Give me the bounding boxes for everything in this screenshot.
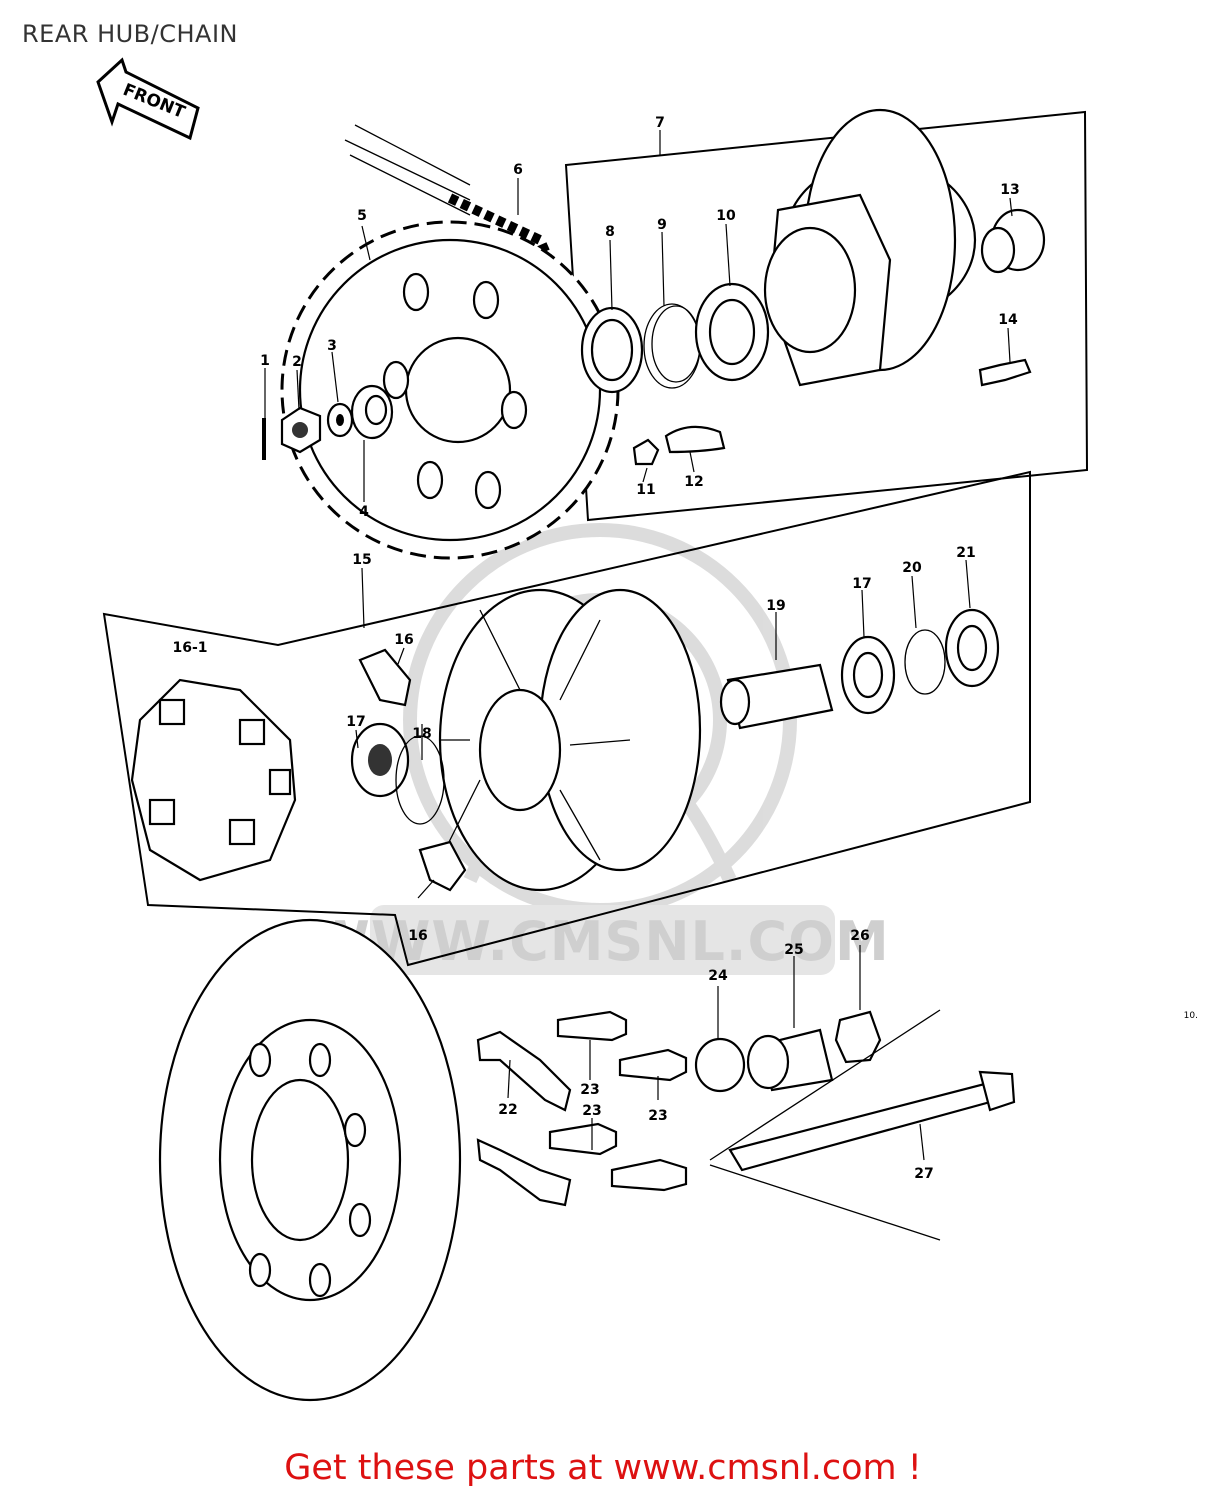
axle-and-bolts [476, 1009, 1016, 1241]
sprocket-hardware [262, 384, 394, 460]
hub-damper [130, 678, 297, 882]
callout-9: 9 [657, 217, 667, 233]
hub-coupling-parts [580, 108, 1046, 466]
callout-20: 20 [902, 560, 922, 576]
front-arrow-icon: FRONT [96, 57, 200, 141]
callout-labels: 1 2 3 4 5 6 7 8 9 10 11 12 13 14 15 16-1… [172, 115, 1019, 1182]
callout-23-c: 23 [582, 1103, 601, 1119]
callout-15: 15 [352, 552, 371, 568]
corner-code: 10. [1184, 1011, 1198, 1021]
rear-wheel-hub [350, 588, 702, 892]
callout-4: 4 [359, 504, 369, 520]
brake-disc [158, 918, 462, 1402]
page-title: REAR HUB/CHAIN [22, 20, 238, 48]
callout-11: 11 [636, 482, 655, 498]
callout-2: 2 [292, 354, 302, 370]
callout-26: 26 [850, 928, 869, 944]
callout-3: 3 [327, 338, 337, 354]
callout-19: 19 [766, 598, 785, 614]
callout-23-b: 23 [648, 1108, 667, 1124]
callout-23-a: 23 [580, 1082, 599, 1098]
callout-17-right: 17 [852, 576, 871, 592]
callout-17-left: 17 [346, 714, 365, 730]
callout-13: 13 [1000, 182, 1019, 198]
callout-6: 6 [513, 162, 523, 178]
callout-27: 27 [914, 1166, 933, 1182]
cmsnl-parts-link[interactable]: Get these parts at www.cmsnl.com ! [284, 1448, 922, 1488]
callout-24: 24 [708, 968, 728, 984]
callout-16-1: 16-1 [172, 640, 207, 656]
callout-leader-lines [264, 130, 1013, 1161]
callout-25: 25 [784, 942, 803, 958]
callout-16-upper: 16 [394, 632, 413, 648]
callout-22: 22 [498, 1102, 517, 1118]
callout-1: 1 [260, 353, 270, 369]
callout-21: 21 [956, 545, 975, 561]
callout-10: 10 [716, 208, 736, 224]
callout-5: 5 [357, 208, 367, 224]
callout-8: 8 [605, 224, 615, 240]
callout-16-lower: 16 [408, 928, 427, 944]
rear-sprocket [280, 220, 620, 560]
callout-12: 12 [684, 474, 703, 490]
hub-spacer-bearings [719, 608, 1000, 730]
callout-7: 7 [655, 115, 665, 131]
callout-18: 18 [412, 726, 431, 742]
callout-14: 14 [998, 312, 1018, 328]
group-15-outline [102, 470, 1031, 967]
